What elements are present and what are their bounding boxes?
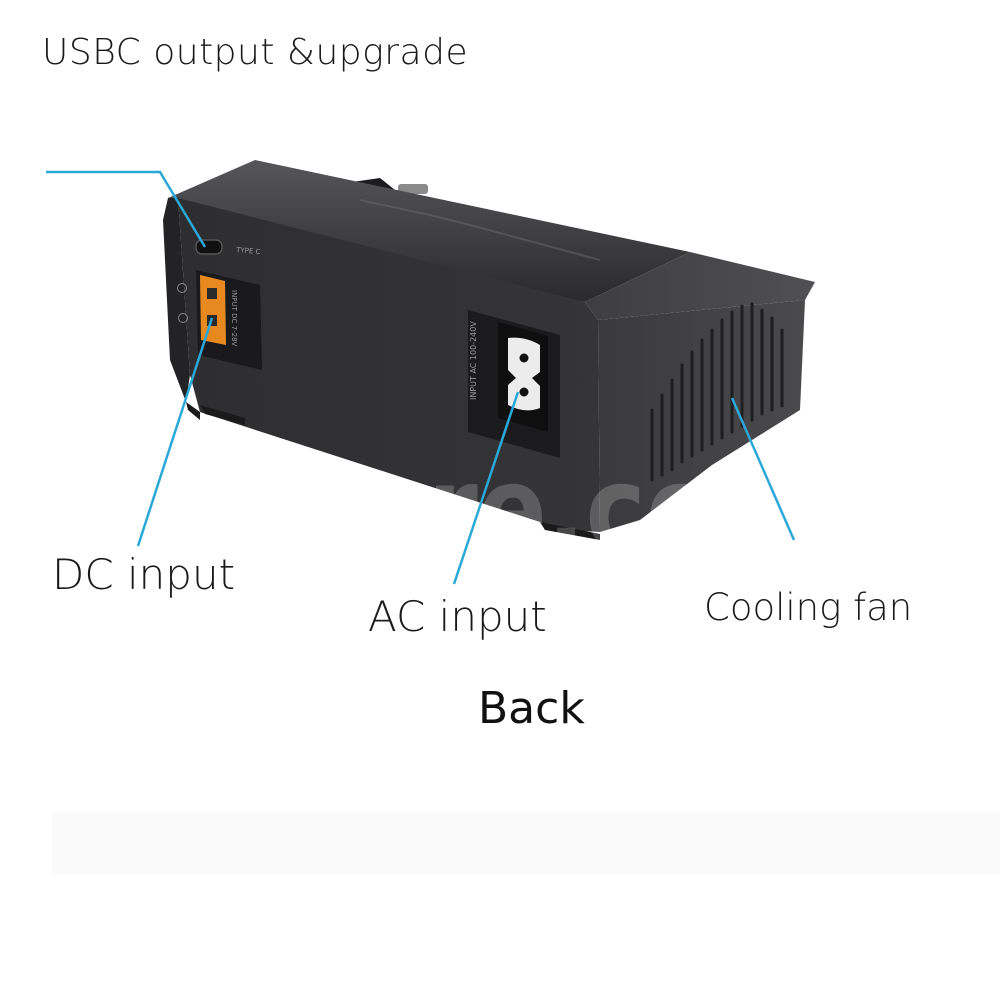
ac-port-label: INPUT AC 100-240V xyxy=(469,321,478,400)
usb-port-label: TYPE C xyxy=(235,246,261,256)
top-face xyxy=(168,160,690,302)
ac-input-label: AC input xyxy=(368,592,547,641)
fan-leader-line xyxy=(730,397,796,541)
cooling-fan-label: Cooling fan xyxy=(704,586,913,629)
left-end-face xyxy=(163,198,190,402)
xt60-connector xyxy=(200,275,226,345)
back-face xyxy=(178,198,600,532)
usbc-output-label: USBC output &upgrade xyxy=(42,32,469,73)
minus-icon xyxy=(178,313,188,323)
dc-input-label: DC input xyxy=(52,550,236,599)
ac-input-port: INPUT AC 100-240V xyxy=(468,310,560,458)
usbc-leader-line xyxy=(46,170,207,248)
cooling-fan-vents xyxy=(650,302,784,482)
ac-leader-line xyxy=(452,391,520,585)
right-top-face xyxy=(585,252,815,320)
dc-port-label: INPUT DC 7-28V xyxy=(230,290,238,347)
bottom-band xyxy=(52,812,1000,874)
leader-lines xyxy=(46,170,796,585)
ac-socket xyxy=(508,337,540,411)
plus-icon xyxy=(177,283,187,293)
view-label: Back xyxy=(478,683,585,734)
dc-leader-line xyxy=(136,317,214,547)
watermark: UUUstore.com xyxy=(0,440,822,578)
